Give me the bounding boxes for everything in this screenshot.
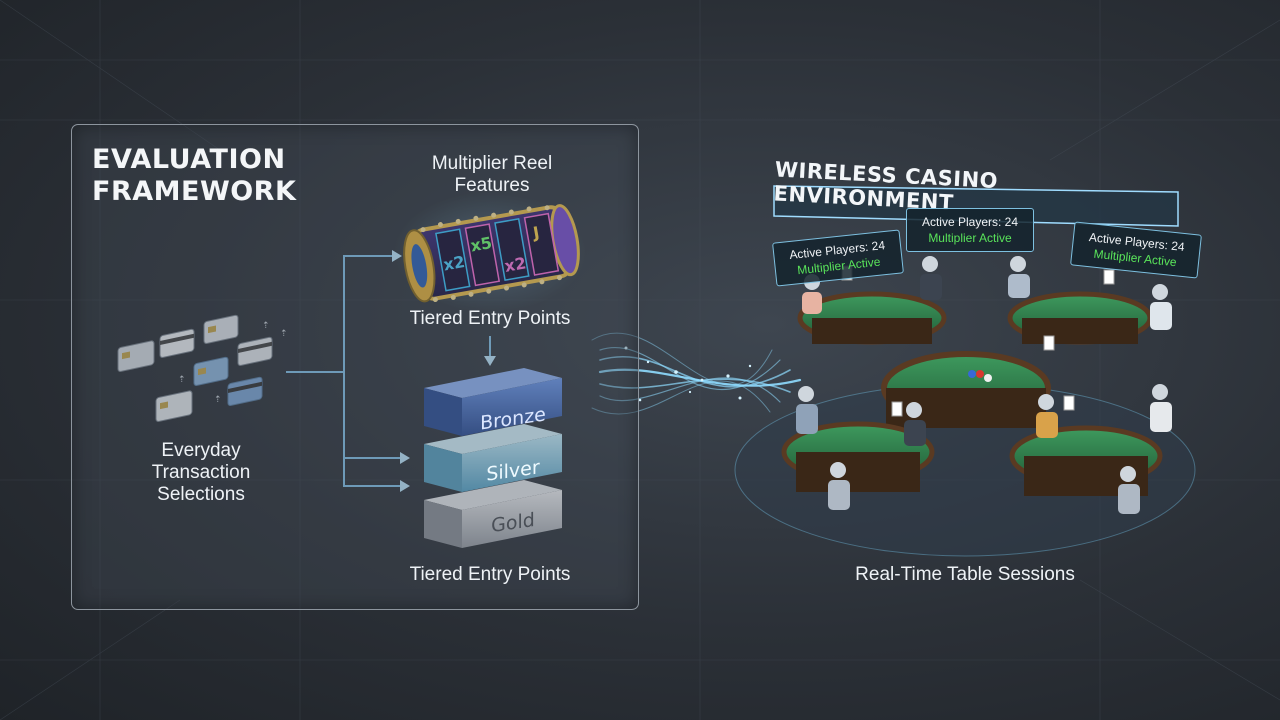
- casino-platform: [734, 256, 1196, 557]
- multiplier-label-line1: Multiplier Reel: [431, 153, 553, 174]
- multiplier-label-line2: Features: [454, 175, 530, 196]
- tiered-entry-top-label: Tiered Entry Points: [409, 308, 571, 329]
- svg-text:⇡: ⇡: [262, 321, 270, 331]
- data-stream: [591, 332, 802, 415]
- evaluation-framework-panel: [71, 124, 639, 610]
- reel-symbol: x5: [469, 233, 493, 255]
- active-players-text: Active Players: 24: [921, 215, 1019, 229]
- gold-tier-block: [424, 480, 562, 548]
- table-back-right: [1007, 291, 1153, 345]
- status-panel-center: Active Players: 24 Multiplier Active: [906, 208, 1034, 252]
- table-center: [881, 351, 1051, 428]
- connector-lines: [286, 255, 491, 487]
- reel-symbol: x2: [503, 253, 527, 275]
- slot-reel-icon: x2 x5 x2 J: [394, 192, 586, 312]
- multiplier-reel-label: Multiplier Reel Features: [408, 153, 576, 197]
- bronze-tier-block: [424, 368, 562, 436]
- framework-title-line1: EVALUATION: [92, 144, 286, 175]
- framework-title-line2: FRAMEWORK: [92, 176, 297, 207]
- everyday-label-line2: Transaction: [151, 462, 251, 483]
- tiered-entry-bottom-label: Tiered Entry Points: [409, 564, 571, 585]
- stream-particles: [624, 346, 752, 402]
- everyday-label-line1: Everyday: [161, 440, 241, 461]
- players: [796, 256, 1172, 514]
- table-back-left: [797, 291, 947, 345]
- casino-banner-frame: [773, 185, 1179, 227]
- svg-text:⇡: ⇡: [280, 329, 288, 339]
- reel-symbol: x2: [442, 252, 466, 274]
- framework-title: EVALUATION FRAMEWORK: [92, 144, 352, 208]
- card-cluster-icon: ⇡ ⇡ ⇡ ⇡: [117, 314, 288, 422]
- real-time-sessions-label: Real-Time Table Sessions: [855, 564, 1075, 585]
- multiplier-active-text: Multiplier Active: [928, 231, 1012, 245]
- tier-stack: [424, 368, 562, 548]
- svg-text:⇡: ⇡: [214, 395, 222, 405]
- silver-tier-block: [424, 424, 562, 492]
- svg-text:⇡: ⇡: [178, 375, 186, 385]
- everyday-label-line3: Selections: [157, 484, 245, 505]
- table-front-left: [781, 421, 935, 492]
- reel-symbol: J: [531, 223, 541, 243]
- everyday-transaction-label: Everyday Transaction Selections: [120, 440, 282, 506]
